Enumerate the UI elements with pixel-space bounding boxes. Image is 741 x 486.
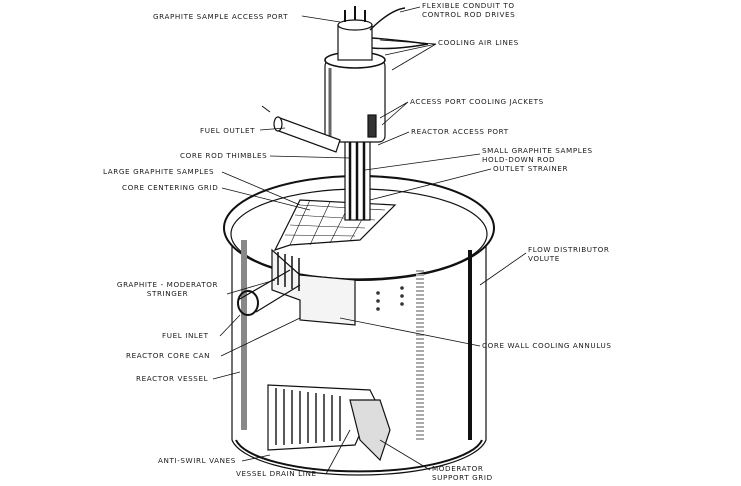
label-reactor-vessel: REACTOR VESSEL [136, 374, 209, 383]
label-anti-swirl-vanes: ANTI-SWIRL VANES [158, 456, 236, 465]
label-graphite-moderator-line2: STRINGER [146, 289, 189, 298]
label-core-rod-thimbles: CORE ROD THIMBLES [180, 151, 268, 160]
label-reactor-core-can: REACTOR CORE CAN [126, 351, 211, 360]
label-flow-distributor-line1: FLOW DISTRIBUTOR [528, 245, 610, 254]
label-graphite-moderator-line1: GRAPHITE - MODERATOR [116, 280, 219, 289]
label-reactor-access-port: REACTOR ACCESS PORT [411, 127, 509, 136]
label-moderator-support-grid-line2: SUPPORT GRID [432, 473, 493, 482]
fuel-outlet-pipe [261, 105, 341, 153]
label-flow-distributor-line2: VOLUTE [528, 254, 560, 263]
label-core-wall-cooling-annulus: CORE WALL COOLING ANNULUS [482, 341, 612, 350]
label-cooling-air-lines: COOLING AIR LINES [438, 38, 519, 47]
access-port-column [324, 6, 429, 221]
label-fuel-outlet: FUEL OUTLET [200, 126, 256, 135]
label-fuel-inlet: FUEL INLET [162, 331, 209, 340]
label-graphite-sample-access-port: GRAPHITE SAMPLE ACCESS PORT [153, 12, 289, 21]
label-moderator-support-grid-line1: MODERATOR [432, 464, 484, 473]
label-small-graphite-samples-line1: SMALL GRAPHITE SAMPLES [482, 146, 593, 155]
label-small-graphite-samples-line2: HOLD-DOWN ROD [482, 155, 556, 164]
label-outlet-strainer: OUTLET STRAINER [493, 164, 569, 173]
fuel-inlet-pipe [237, 269, 301, 316]
label-large-graphite-samples: LARGE GRAPHITE SAMPLES [103, 167, 215, 176]
anti-swirl-vanes-shape [267, 384, 391, 462]
label-flexible-conduit-line2: CONTROL ROD DRIVES [422, 10, 516, 19]
label-vessel-drain-line: VESSEL DRAIN LINE [236, 469, 317, 478]
label-flexible-conduit-line1: FLEXIBLE CONDUIT TO [422, 1, 515, 10]
label-access-port-cooling-jackets: ACCESS PORT COOLING JACKETS [410, 97, 544, 106]
label-core-centering-grid: CORE CENTERING GRID [122, 183, 219, 192]
leader-lines [212, 6, 527, 475]
